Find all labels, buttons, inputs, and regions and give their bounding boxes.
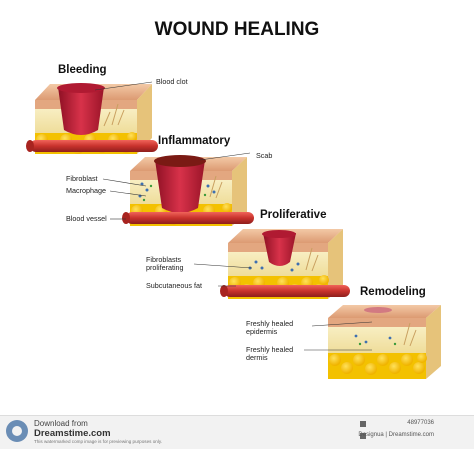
bleeding-skin-block: [26, 83, 158, 154]
user-icon: [360, 433, 366, 439]
proliferative-wound: [263, 233, 296, 266]
footer-download-from: Download from: [34, 419, 88, 428]
label-fibroblasts-proliferating-2: proliferating: [146, 263, 184, 272]
dreamstime-footer: Download from Dreamstime.com This waterm…: [0, 415, 474, 449]
label-subcutaneous-fat: Subcutaneous fat: [146, 281, 202, 290]
label-freshly-healed-epidermis-2: epidermis: [246, 327, 278, 336]
label-blood-clot: Blood clot: [156, 77, 188, 86]
footer-credit: Designua | Dreamstime.com: [358, 432, 434, 438]
label-scab: Scab: [256, 151, 272, 160]
stage-title-bleeding: Bleeding: [58, 64, 107, 76]
dreamstime-logo-icon: [6, 420, 28, 442]
diagram-title: WOUND HEALING: [155, 19, 320, 40]
remodeling-skin-block: [328, 305, 441, 379]
label-freshly-healed-dermis-1: Freshly healed: [246, 345, 293, 354]
stage-title-inflammatory: Inflammatory: [158, 135, 231, 147]
id-icon: [360, 421, 366, 427]
label-blood-vessel: Blood vessel: [66, 214, 107, 223]
inflammatory-skin-block: [122, 155, 254, 226]
bleeding-wound: [58, 87, 104, 135]
label-macrophage: Macrophage: [66, 186, 106, 195]
label-fibroblasts-proliferating-1: Fibroblasts: [146, 255, 182, 264]
label-fibroblast: Fibroblast: [66, 174, 98, 183]
footer-watermark-note: This watermarked comp image is for previ…: [34, 439, 163, 444]
proliferative-skin-block: [220, 229, 350, 299]
footer-image-id: 48977036: [407, 420, 434, 426]
bleeding-blood-vessel: [30, 140, 158, 152]
footer-site-name[interactable]: Dreamstime.com: [34, 428, 111, 439]
inflammatory-wound: [155, 160, 205, 213]
proliferative-blood-vessel: [224, 285, 350, 297]
label-freshly-healed-dermis-2: dermis: [246, 353, 268, 362]
label-freshly-healed-epidermis-1: Freshly healed: [246, 319, 293, 328]
healed-epidermis-mark: [364, 307, 392, 313]
stage-title-remodeling: Remodeling: [360, 286, 426, 298]
inflammatory-blood-vessel: [126, 212, 254, 224]
scab-shape: [154, 155, 206, 167]
stage-title-proliferative: Proliferative: [260, 209, 326, 221]
